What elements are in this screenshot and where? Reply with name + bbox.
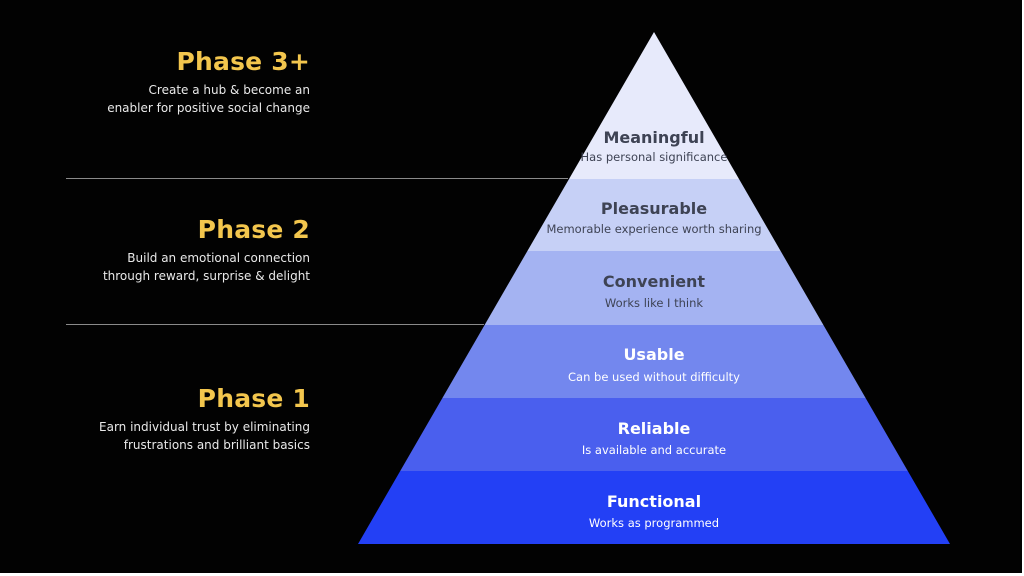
pyramid-tier-reliable-title: Reliable xyxy=(618,419,691,438)
phase-1-description-line-1: Earn individual trust by eliminating xyxy=(99,420,310,434)
pyramid-tier-convenient-title: Convenient xyxy=(603,272,706,291)
phase-1-title: Phase 1 xyxy=(197,384,310,413)
phase-1-description: Earn individual trust by eliminating fru… xyxy=(99,418,310,454)
pyramid-tier-pleasurable xyxy=(527,179,781,251)
pyramid-tier-usable xyxy=(442,325,866,398)
phase-divider-lower xyxy=(66,324,484,325)
pyramid-tier-reliable-subtitle: Is available and accurate xyxy=(582,443,726,457)
pyramid-tier-functional xyxy=(358,471,950,544)
pyramid-tier-convenient xyxy=(484,251,824,325)
phase-1-description-line-2: frustrations and brilliant basics xyxy=(123,438,310,452)
phase-3-block: Phase 3+ Create a hub & become an enable… xyxy=(107,47,310,117)
pyramid-tier-functional-subtitle: Works as programmed xyxy=(589,516,719,530)
pyramid-tier-pleasurable-subtitle: Memorable experience worth sharing xyxy=(546,222,761,236)
pyramid-tier-functional-title: Functional xyxy=(607,492,701,511)
phase-divider-upper xyxy=(66,178,568,179)
pyramid-tier-meaningful-subtitle: Has personal significance xyxy=(581,150,728,164)
pyramid-tier-reliable xyxy=(400,398,908,471)
pyramid-tier-usable-subtitle: Can be used without difficulty xyxy=(568,370,740,384)
phase-2-description: Build an emotional connection through re… xyxy=(103,249,310,285)
phase-3-description-line-2: enabler for positive social change xyxy=(107,101,310,115)
pyramid-tier-meaningful xyxy=(569,32,739,179)
phase-2-description-line-1: Build an emotional connection xyxy=(127,251,310,265)
pyramid-tier-pleasurable-title: Pleasurable xyxy=(601,199,707,218)
phase-2-description-line-2: through reward, surprise & delight xyxy=(102,269,310,283)
phase-2-block: Phase 2 Build an emotional connection th… xyxy=(103,215,310,285)
phase-2-title: Phase 2 xyxy=(197,215,310,244)
pyramid-tier-convenient-subtitle: Works like I think xyxy=(605,296,703,310)
phase-3-title: Phase 3+ xyxy=(176,47,310,76)
pyramid-tier-meaningful-title: Meaningful xyxy=(603,128,704,147)
phase-3-description: Create a hub & become an enabler for pos… xyxy=(107,81,310,117)
phase-3-description-line-1: Create a hub & become an xyxy=(148,83,310,97)
phase-1-block: Phase 1 Earn individual trust by elimina… xyxy=(99,384,310,454)
pyramid-tier-usable-title: Usable xyxy=(623,345,684,364)
